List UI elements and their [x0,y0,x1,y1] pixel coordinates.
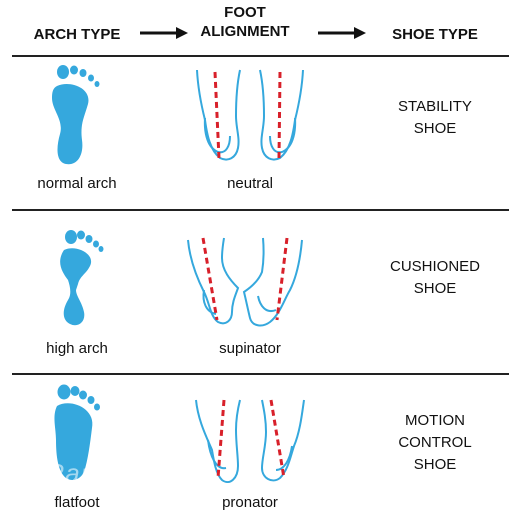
arch-label-high: high arch [46,340,108,357]
watermark: uRan Shao [30,458,170,488]
divider [12,55,509,57]
arrow-icon [318,27,366,39]
pronator-feet-illustration [195,399,305,484]
header-arch-type: ARCH TYPE [33,26,121,43]
neutral-alignment-lines [213,71,282,159]
neutral-feet-illustration [196,69,304,161]
flatfoot-footprint [54,384,100,480]
normal-arch-footprint [52,65,100,165]
divider [12,209,509,211]
alignment-label-neutral: neutral [227,175,273,192]
shoe-type-motion-control: MOTION CONTROL SHOE [398,412,472,473]
arch-label-normal: normal arch [37,175,117,192]
divider [12,373,509,375]
high-arch-footprint [60,230,104,326]
alignment-label-supinator: supinator [219,340,281,357]
shoe-type-cushioned: CUSHIONED SHOE [389,258,480,297]
alignment-label-pronator: pronator [222,494,278,511]
shoe-type-stability: STABILITY SHOE [398,98,472,137]
pronator-alignment-lines [216,399,286,479]
arch-label-flatfoot: flatfoot [54,494,100,511]
supinator-feet-illustration [187,237,303,327]
arrow-icon [140,27,188,39]
header-foot-alignment: FOOT ALIGNMENT [200,4,290,40]
header-shoe-type: SHOE TYPE [392,26,478,43]
supinator-alignment-lines [201,237,289,321]
